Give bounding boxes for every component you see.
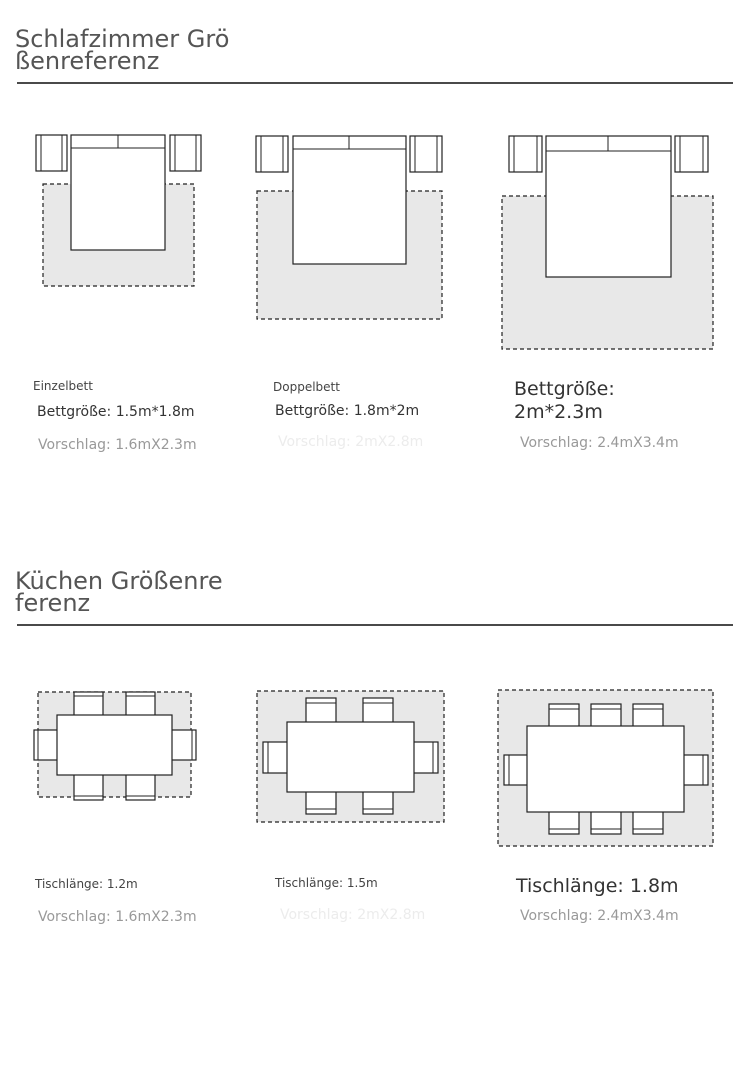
table-2-length-label: Tischlänge: 1.5m (275, 876, 378, 890)
bedroom-title-line1: Schlafzimmer Grö (15, 25, 230, 53)
double-bed-suggestion: Vorschlag: 2mX2.8m (278, 434, 424, 450)
right-nightstand (674, 135, 709, 173)
left-nightstand (508, 135, 543, 173)
double-bed-type-label: Doppelbett (273, 380, 340, 394)
right-nightstand (169, 134, 202, 172)
chair-top-1 (548, 703, 580, 730)
table-3-length-label: Tischlänge: 1.8m (516, 875, 679, 897)
chair-right-end (680, 754, 709, 786)
king-bed-size-line1: Bettgröße: (514, 378, 615, 400)
chair-left-end (33, 729, 61, 761)
single-bed-type-label: Einzelbett (33, 379, 93, 393)
chair-top-left (305, 697, 337, 726)
dining-table (56, 714, 173, 776)
chair-top-3 (632, 703, 664, 730)
bed (70, 134, 166, 251)
bedroom-section-divider (17, 82, 733, 84)
chair-bottom-left (73, 773, 104, 801)
king-bed-size-label: Bettgröße: 2m*2.3m (514, 378, 615, 424)
dining-table (526, 725, 685, 813)
kitchen-title-line2: ferenz (15, 589, 91, 617)
left-nightstand (35, 134, 68, 172)
chair-bottom-2 (590, 808, 622, 835)
chair-top-left (73, 691, 104, 717)
chair-bottom-1 (548, 808, 580, 835)
table-1-5m-diagram (256, 690, 445, 823)
kitchen-section-divider (17, 624, 733, 626)
table-3-suggestion: Vorschlag: 2.4mX3.4m (520, 908, 679, 924)
chair-bottom-right (125, 773, 156, 801)
double-bed-size-label: Bettgröße: 1.8m*2m (275, 403, 420, 419)
kitchen-title-line1: Küchen Größenre (15, 567, 223, 595)
table-1-2m-diagram (33, 691, 197, 801)
single-bed-diagram (35, 134, 202, 287)
chair-bottom-3 (632, 808, 664, 835)
kitchen-section-title: Küchen Größenre ferenz (15, 567, 223, 617)
chair-top-2 (590, 703, 622, 730)
right-nightstand (409, 135, 443, 173)
left-nightstand (255, 135, 289, 173)
chair-left-end (262, 741, 292, 774)
dining-table (286, 721, 415, 793)
table-1-suggestion: Vorschlag: 1.6mX2.3m (38, 909, 197, 925)
king-bed-suggestion: Vorschlag: 2.4mX3.4m (520, 435, 679, 451)
bed (292, 135, 407, 265)
double-bed-diagram (255, 135, 443, 320)
table-1-8m-diagram (497, 689, 714, 847)
bedroom-section-title: Schlafzimmer Grö ßenreferenz (15, 25, 230, 75)
bedroom-title-line2: ßenreferenz (15, 47, 160, 75)
single-bed-size-label: Bettgröße: 1.5m*1.8m (37, 404, 195, 420)
table-1-length-label: Tischlänge: 1.2m (35, 877, 138, 891)
single-bed-suggestion: Vorschlag: 1.6mX2.3m (38, 437, 197, 453)
king-bed-size-line2: 2m*2.3m (514, 401, 603, 423)
king-bed-diagram (501, 135, 714, 350)
chair-right-end (168, 729, 197, 761)
bed (545, 135, 672, 278)
chair-top-right (125, 691, 156, 717)
table-2-suggestion: Vorschlag: 2mX2.8m (280, 907, 426, 923)
chair-top-right (362, 697, 394, 726)
